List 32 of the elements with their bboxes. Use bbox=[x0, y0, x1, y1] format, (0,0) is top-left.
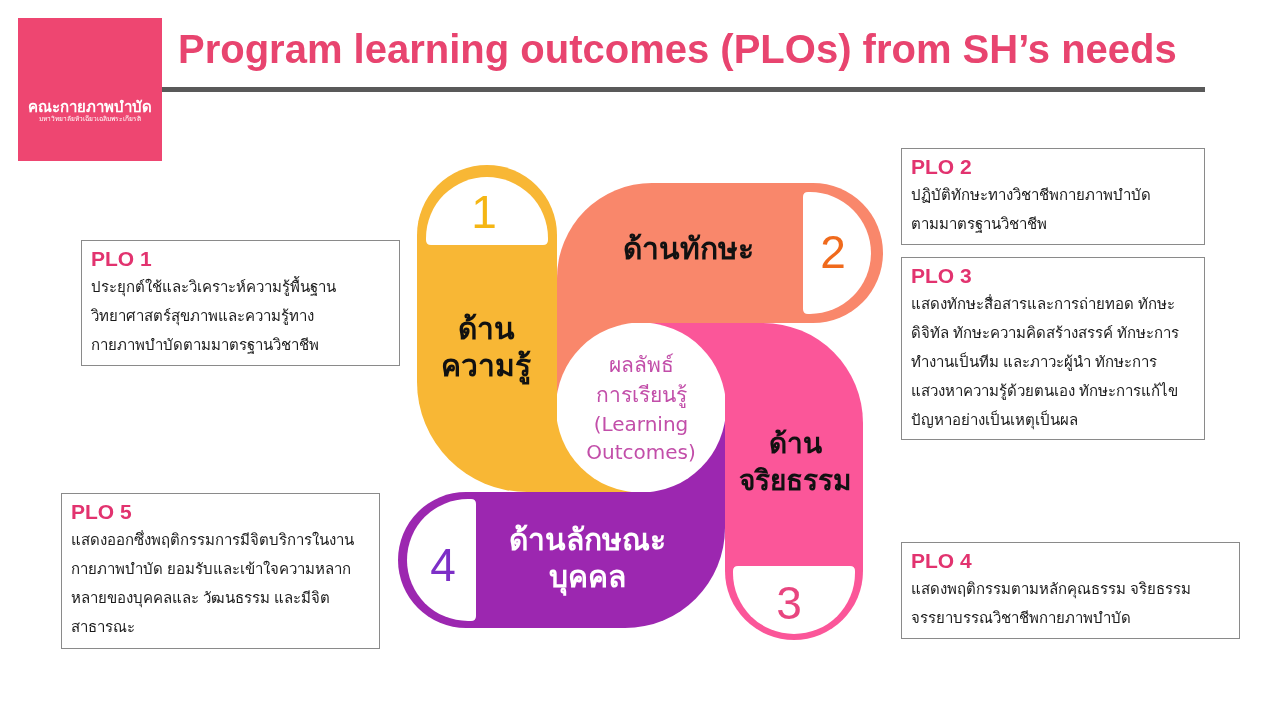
outcome-heading: PLO 5 bbox=[71, 499, 133, 525]
outcome-card bbox=[901, 542, 1240, 639]
rounded-band bbox=[725, 323, 863, 640]
outcome-card bbox=[81, 240, 400, 366]
rounded-band bbox=[398, 492, 725, 628]
band-label: ด้านทักษะ bbox=[622, 231, 754, 267]
outcome-text: แสดงทักษะสื่อสารและการถ่ายทอด ทักษะดิจิทัล ทักษะความคิดสร้างสรรค์ ทักษะการทำงานเป็นทีม และภาวะผู้นำ ทักษะการแสวงหาความรู้ด้วยตนเอง ทักษะการแก้ไขปัญหาอย่างเป็นเหตุเป็นผล bbox=[911, 293, 1181, 432]
band-label: ด้านความรู้ bbox=[436, 310, 536, 384]
step-number: 2 bbox=[820, 225, 846, 280]
outcome-text: ปฏิบัติทักษะทางวิชาชีพกายภาพบำบัดตามมาตรฐานวิชาชีพ bbox=[911, 185, 1152, 235]
rounded-band bbox=[557, 183, 883, 323]
outcome-text: ประยุกต์ใช้และวิเคราะห์ความรู้พื้นฐานวิทยาศาสตร์สุขภาพและความรู้ทางกายภาพบำบัดตามมาตรฐานวิชาชีพ bbox=[91, 275, 337, 356]
circle-label: (Learning Outcomes) bbox=[585, 410, 697, 466]
step-number: 4 bbox=[430, 538, 456, 593]
rounded-band bbox=[417, 165, 557, 492]
circle-label: ผลลัพธ์การเรียนรู้ bbox=[594, 351, 688, 410]
faculty-name: คณะกายภาพบำบัด bbox=[28, 96, 152, 115]
outcome-text: แสดงพฤติกรรมตามหลักคุณธรรม จริยธรรม จรรยาบรรณวิชาชีพกายภาพบำบัด bbox=[911, 579, 1193, 628]
band-label: ด้านลักษณะบุคคล bbox=[504, 521, 670, 595]
outcome-heading: PLO 3 bbox=[911, 263, 973, 289]
outcome-heading: PLO 4 bbox=[911, 548, 973, 574]
outcome-heading: PLO 2 bbox=[911, 154, 973, 180]
header-panel bbox=[18, 18, 162, 161]
outcome-heading: PLO 1 bbox=[91, 246, 153, 272]
outcome-card bbox=[61, 493, 380, 649]
outcome-card bbox=[901, 148, 1205, 245]
outcome-card bbox=[901, 257, 1205, 440]
outcome-text: แสดงออกซึ่งพฤติกรรมการมีจิตบริการในงานกายภาพบำบัด ยอมรับและเข้าใจความหลากหลายของบุคคลและ วัฒนธรรม และมีจิตสาธารณะ bbox=[71, 529, 355, 637]
step-number: 1 bbox=[471, 185, 497, 240]
step-number: 3 bbox=[776, 576, 802, 631]
title: Program learning outcomes (PLOs) from SH’s needs bbox=[178, 26, 1177, 73]
band-label: ด้านจริยธรรม bbox=[738, 427, 852, 498]
